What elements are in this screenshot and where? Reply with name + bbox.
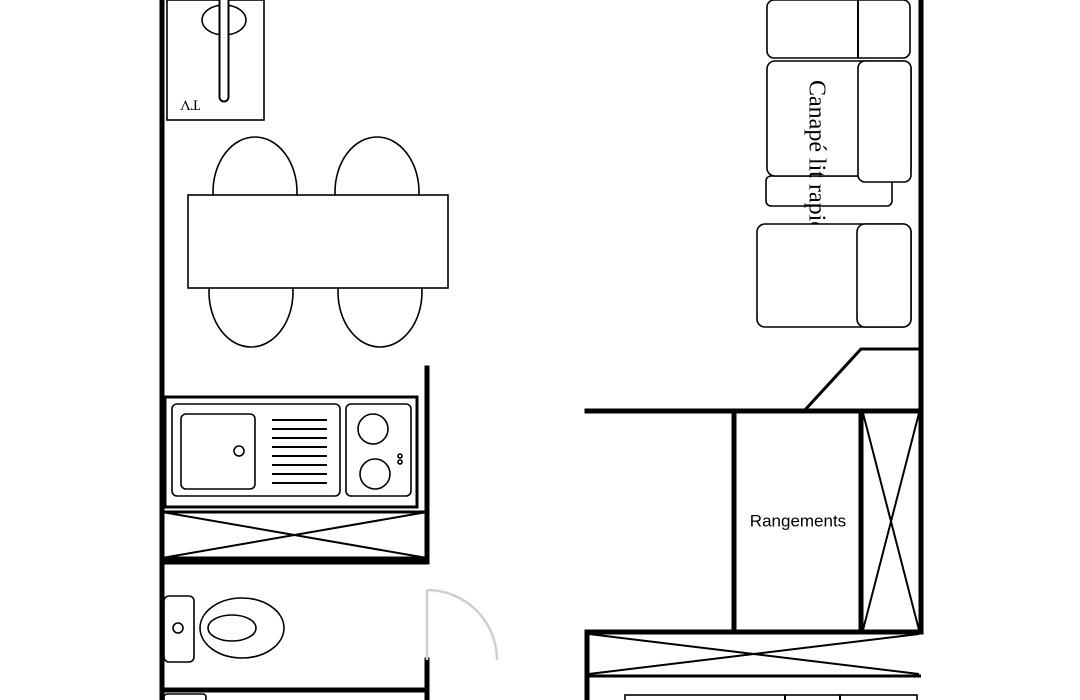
sofa-label: Canapé lit rapido (803, 80, 829, 245)
toilet-flush (172, 622, 184, 634)
walls (159, 0, 924, 700)
storage-label: Rangements (750, 511, 846, 530)
tv-label: TV (180, 97, 200, 113)
cooktop-knob-1 (397, 453, 403, 459)
closet-cross-b (862, 412, 920, 631)
kitchen-counter (163, 395, 419, 509)
sofa-bed: Canapé lit rapido (765, 0, 912, 245)
sofa-back-top (766, 0, 911, 59)
armchair (756, 223, 912, 328)
entry-shelf-outline (802, 347, 921, 413)
burner-bottom (359, 458, 391, 490)
shoe-rack (624, 694, 918, 700)
entry-shelf (802, 347, 921, 413)
kitchen-cupboard-box (160, 510, 429, 560)
dining-set (187, 136, 449, 348)
burner-top (357, 413, 389, 445)
kitchen-cupboard-cross-b (161, 511, 428, 559)
wardrobe-cross-b (588, 633, 920, 675)
bath-fixture-bottom (163, 693, 207, 700)
tv-unit: TV (166, 0, 265, 121)
sofa-cushion (857, 60, 912, 183)
drainboard (272, 419, 327, 484)
storage-closet: Rangements (750, 412, 920, 631)
bathroom-door-swing (426, 588, 499, 661)
sink-drain (233, 445, 245, 457)
toilet-seat (207, 614, 257, 642)
armchair-back (856, 223, 912, 328)
entry-wardrobe (587, 633, 921, 700)
kitchen-cupboard (160, 510, 429, 560)
kitchenette (163, 395, 419, 509)
sink-basin (180, 413, 256, 490)
cooktop-knob-2 (397, 459, 403, 465)
bathroom (163, 588, 499, 700)
dining-table (187, 194, 449, 289)
